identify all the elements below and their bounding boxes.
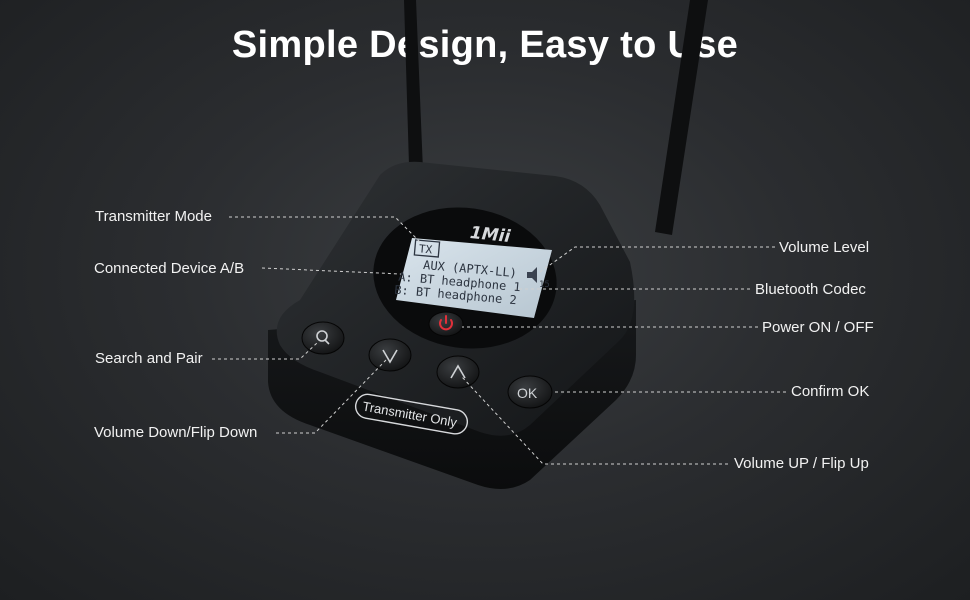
- volume-down-button: [368, 338, 412, 372]
- callout-power: Power ON / OFF: [762, 319, 874, 336]
- badge-frame: [354, 393, 469, 435]
- chevron-down-icon: [382, 349, 398, 364]
- callout-transmitter-mode: Transmitter Mode: [95, 208, 212, 225]
- volume-up-button: [436, 355, 480, 389]
- callout-volume-down: Volume Down/Flip Down: [94, 424, 258, 441]
- lcd-mode: TX: [418, 242, 433, 256]
- callout-line-search: [212, 341, 319, 360]
- callout-line-connected-device: [261, 267, 402, 275]
- lcd-speaker-icon: [527, 267, 537, 283]
- callout-line-volume-level: [539, 246, 775, 273]
- search-button: [301, 321, 345, 355]
- page-title: Simple Design, Easy to Use: [231, 24, 739, 66]
- antenna-left: [404, 0, 424, 198]
- callout-search-pair: Search and Pair: [95, 350, 203, 367]
- ok-button-label: OK: [517, 385, 538, 401]
- antenna-right: [655, 0, 708, 235]
- power-icon: [439, 315, 453, 331]
- callout-line-volume-up: [461, 376, 728, 465]
- callout-connected-device: Connected Device A/B: [94, 260, 245, 277]
- callout-bluetooth-codec: Bluetooth Codec: [755, 281, 866, 298]
- callout-line-volume-down: [276, 359, 387, 434]
- brand-logo: 1Mii: [469, 223, 512, 247]
- chevron-up-icon: [450, 364, 466, 379]
- callout-lines: [212, 216, 786, 465]
- callout-volume-level: Volume Level: [779, 239, 870, 256]
- callout-line-transmitter-mode: [229, 216, 421, 243]
- callout-volume-up: Volume UP / Flip Up: [734, 455, 869, 472]
- lcd-volume: 15: [539, 280, 550, 290]
- search-icon: [316, 330, 330, 345]
- ok-button: [507, 375, 553, 409]
- lcd-screen: [396, 238, 552, 318]
- callout-confirm-ok: Confirm OK: [791, 383, 870, 400]
- lcd-mode-box: [413, 239, 441, 258]
